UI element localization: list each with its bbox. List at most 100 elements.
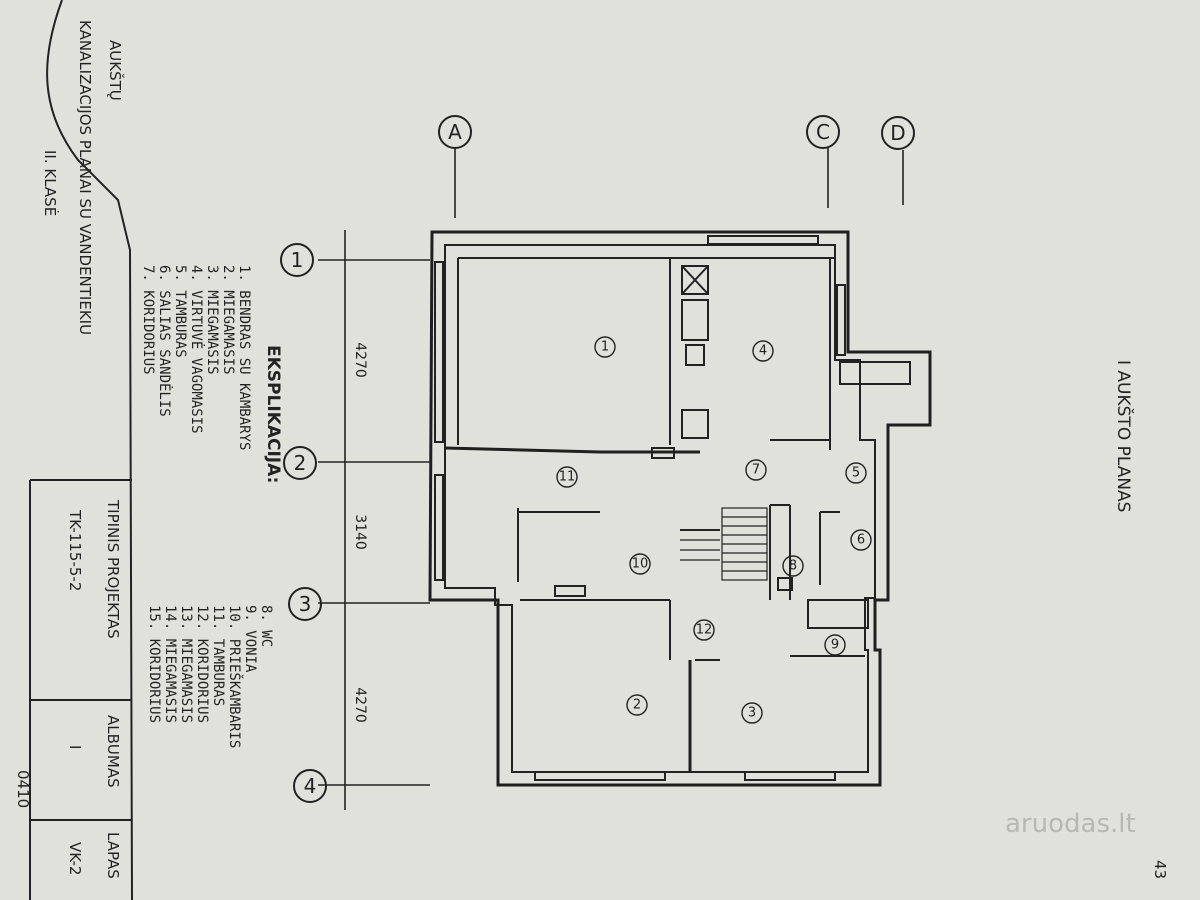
wall-under-room1 <box>444 446 601 454</box>
axis-marker-1 <box>280 243 314 277</box>
room-marker <box>556 466 578 488</box>
albumas-value: I <box>66 745 84 749</box>
legend-item-10: 10. PRIEŠKAMBARIS <box>226 605 244 748</box>
plan-title: I AUKŠTO PLANAS <box>1113 360 1135 512</box>
stove-icon <box>681 265 709 295</box>
window-bottom-left <box>534 771 666 781</box>
room-number-1: 1 <box>601 340 609 355</box>
room-marker <box>594 336 616 358</box>
exterior-wall <box>428 230 932 787</box>
room-number-4: 4 <box>759 344 767 359</box>
legend-item-7: 7. KORIDORIUS <box>140 265 156 375</box>
dimension-2: 3140 <box>352 514 368 550</box>
legend-item-2: 2. MIEGAMASIS <box>220 265 236 375</box>
project-code: TK-115-5-2 <box>66 509 84 591</box>
room-number-5: 5 <box>852 466 860 481</box>
legend-item-3: 3. MIEGAMASIS <box>204 265 220 375</box>
room-marker <box>824 634 846 656</box>
axis-label-a: A <box>448 120 462 144</box>
watermark: aruodas.lt <box>1005 809 1136 839</box>
legend-item-1: 1. BENDRAS SU KAMBARYS <box>236 265 252 450</box>
radiator-icon <box>651 447 675 459</box>
axis-marker-c <box>806 115 840 149</box>
bathtub-icon <box>807 599 869 629</box>
room-number-10: 10 <box>632 557 649 572</box>
legend-column-left: 1. BENDRAS SU KAMBARYS 2. MIEGAMASIS 3. … <box>140 265 252 450</box>
window-left-top <box>434 261 444 443</box>
room-marker <box>782 555 804 577</box>
legend-title: EKSPLIKACIJA: <box>263 345 283 483</box>
room-marker <box>741 702 763 724</box>
dimension-1: 4270 <box>352 342 368 378</box>
lapas-value: VK-2 <box>66 842 84 875</box>
radiator-bedroom2 <box>554 585 586 597</box>
building-walls <box>428 230 932 787</box>
room-marker <box>629 553 651 575</box>
title-block-heading-line-2: KANALIZACIJOS PLANAI SU VANDENTIEKIU <box>76 20 94 335</box>
legend-item-12: 12. KORIDORIUS <box>194 605 210 723</box>
window-bottom-right <box>744 771 836 781</box>
legend-item-15: 15. KORIDORIUS <box>146 605 162 723</box>
grid-axes: 1 2 3 4 4270 3140 4270 A C D <box>280 115 915 810</box>
legend-explication: EKSPLIKACIJA: 1. BENDRAS SU KAMBARYS 2. … <box>140 265 283 748</box>
room-marker <box>693 619 715 641</box>
legend-item-11: 11. TAMBURAS <box>210 605 226 706</box>
legend-item-9: 9. VONIA <box>242 605 258 673</box>
room-marker <box>752 340 774 362</box>
window-top <box>707 235 819 245</box>
axis-marker-a <box>438 115 472 149</box>
stamp-number: 0410 <box>14 770 32 808</box>
legend-item-4: 4. VIRTUVĖ VAGOMASIS <box>188 265 206 434</box>
staircase <box>680 507 768 581</box>
axis-label-4: 4 <box>304 774 317 798</box>
stove-cross-2 <box>681 265 709 295</box>
title-block: AUKŠTŲ KANALIZACIJOS PLANAI SU VANDENTIE… <box>14 0 1169 900</box>
interior-wall-line <box>444 244 876 773</box>
axis-label-3: 3 <box>299 592 312 616</box>
axis-label-d: D <box>890 121 905 145</box>
fridge-icon <box>681 409 709 439</box>
room-marker <box>845 462 867 484</box>
axis-label-1: 1 <box>291 248 304 272</box>
lapas-label: LAPAS <box>104 832 122 879</box>
room-number-6: 6 <box>857 533 865 548</box>
axis-marker-d <box>881 116 915 150</box>
room-number-3: 3 <box>748 706 756 721</box>
window-right <box>836 284 846 356</box>
room-number-7: 7 <box>752 463 760 478</box>
legend-item-13: 13. MIEGAMASIS <box>178 605 194 723</box>
axis-label-2: 2 <box>294 451 307 475</box>
sink-icon <box>685 344 705 366</box>
axis-label-c: C <box>816 120 830 144</box>
title-block-heading-line-3: II. KLASĖ <box>41 150 60 216</box>
room-number-9: 9 <box>831 638 839 653</box>
page-number: 43 <box>1151 860 1169 879</box>
room-number-2: 2 <box>633 698 641 713</box>
axis-marker-3 <box>288 587 322 621</box>
room-number-8: 8 <box>789 559 797 574</box>
room-markers: 1 4 7 5 11 10 8 6 12 9 2 3 <box>556 336 872 724</box>
toilet-icon <box>777 577 793 591</box>
albumas-label: ALBUMAS <box>104 715 122 788</box>
legend-item-5: 5. TAMBURAS <box>172 265 188 358</box>
room-number-12: 12 <box>696 623 713 638</box>
entrance-canopy <box>839 361 911 385</box>
window-left-bottom <box>434 474 444 581</box>
legend-item-8: 8. WC <box>258 605 274 647</box>
axis-marker-2 <box>283 446 317 480</box>
dimension-3: 4270 <box>352 687 368 723</box>
legend-item-14: 14. MIEGAMASIS <box>162 605 178 723</box>
title-block-border <box>46 0 133 900</box>
counter-icon <box>681 299 709 341</box>
legend-column-right: 8. WC 9. VONIA 10. PRIEŠKAMBARIS 11. TAM… <box>146 605 274 748</box>
room-marker <box>745 459 767 481</box>
room-marker <box>850 529 872 551</box>
tipinis-projektas-label: TIPINIS PROJEKTAS <box>104 499 122 639</box>
title-block-heading-line-1: AUKŠTŲ <box>106 40 125 101</box>
axis-marker-4 <box>293 769 327 803</box>
legend-item-6: 6. SALIAS SANDĖLIS <box>156 265 174 417</box>
room-marker <box>626 694 648 716</box>
